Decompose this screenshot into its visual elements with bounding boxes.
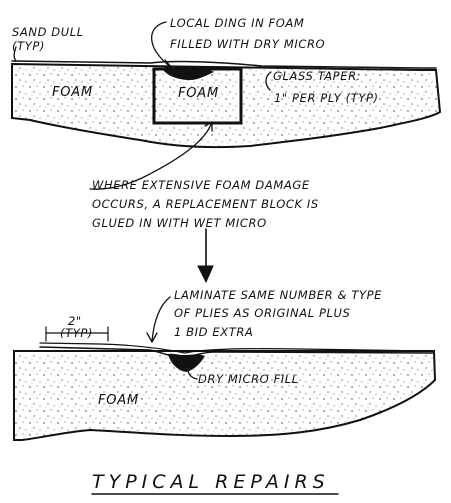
dry-micro-leader <box>187 370 198 380</box>
glass-taper-label-line2: 1" PER PLY (TYP) <box>274 91 379 105</box>
laminate-arrowhead <box>146 332 158 343</box>
laminate-label-line1: LAMINATE SAME NUMBER & TYPE <box>174 288 382 302</box>
dimension-line <box>45 326 109 342</box>
sand-dull-typ-label: (TYP) <box>12 39 45 53</box>
bottom-dry-micro-fill <box>168 353 205 372</box>
replacement-note: WHERE EXTENSIVE FOAM DAMAGE OCCURS, A RE… <box>92 178 319 230</box>
diagram-title: TYPICAL REPAIRS <box>91 471 339 495</box>
local-ding-label-line1: LOCAL DING IN FOAM <box>170 16 304 30</box>
dry-micro-fill-label: DRY MICRO FILL <box>198 372 299 386</box>
sand-dull-label: SAND DULL <box>12 25 84 39</box>
laminate-label-line2: OF PLIES AS ORIGINAL PLUS <box>174 306 350 320</box>
bottom-laminate-plies-outer <box>39 342 431 354</box>
local-ding-arrowhead <box>161 59 173 69</box>
bottom-foam-body <box>13 350 437 441</box>
top-repair-figure: SAND DULL (TYP) LOCAL DING IN FOAM FILLE… <box>11 16 442 190</box>
replacement-note-line3: GLUED IN WITH WET MICRO <box>92 216 267 230</box>
glass-taper-leader <box>265 71 272 91</box>
replacement-block-foam-label: FOAM <box>178 86 219 101</box>
title-text: TYPICAL REPAIRS <box>92 471 330 493</box>
glass-taper-label-line1: GLASS TAPER: <box>273 69 361 83</box>
dimension-value-label: 2" <box>68 314 82 328</box>
dimension-typ-label: (TYP) <box>60 326 93 340</box>
replacement-note-line1: WHERE EXTENSIVE FOAM DAMAGE <box>92 178 310 192</box>
replacement-block-arrowhead <box>204 121 213 132</box>
top-foam-label: FOAM <box>52 85 93 100</box>
top-dry-micro-ding <box>163 68 214 80</box>
replacement-note-line2: OCCURS, A REPLACEMENT BLOCK IS <box>92 197 319 211</box>
replacement-block-leader <box>89 121 213 190</box>
laminate-label-line3: 1 BID EXTRA <box>174 325 253 339</box>
top-glass-skin <box>11 60 437 69</box>
bottom-repair-figure: 2" (TYP) LAMINATE SAME NUMBER & TYPE OF … <box>13 288 437 441</box>
process-down-arrow <box>197 228 214 284</box>
laminate-leader <box>151 296 171 342</box>
bottom-foam-label: FOAM <box>98 393 139 408</box>
local-ding-leader <box>151 21 173 69</box>
local-ding-label-line2: FILLED WITH DRY MICRO <box>170 37 325 51</box>
sand-dull-leader <box>13 46 17 62</box>
